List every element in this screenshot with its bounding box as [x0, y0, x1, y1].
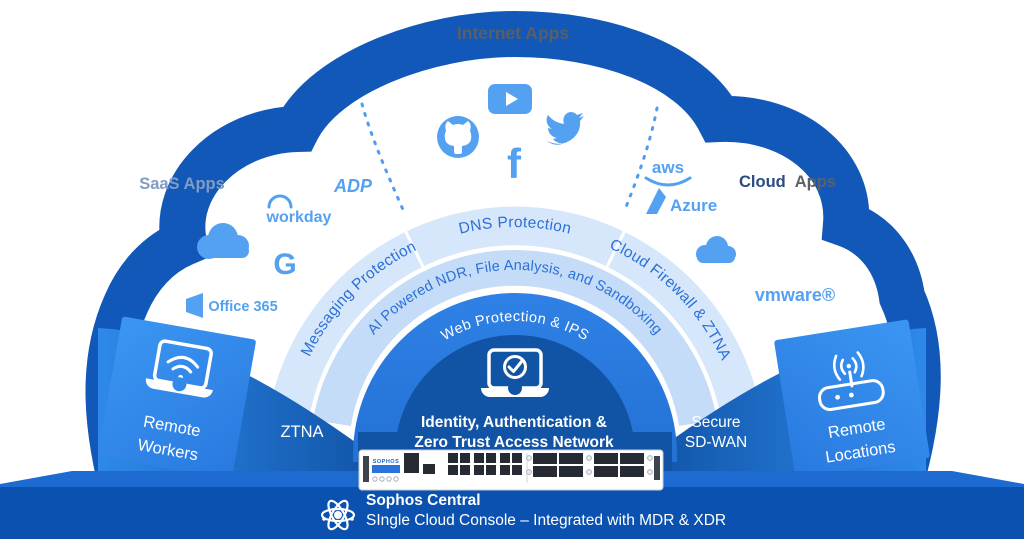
- appliance-sfp-ports: [526, 453, 653, 477]
- internet-apps-label: Internet Apps: [457, 23, 569, 43]
- ztna-label: ZTNA: [280, 423, 323, 441]
- remote-workers-tile: Remote Workers: [98, 316, 256, 480]
- identity-line1: Identity, Authentication &: [421, 414, 607, 431]
- azure-text: Azure: [670, 196, 717, 215]
- ring-outer: [269, 206, 761, 419]
- twitter-icon: [546, 112, 584, 145]
- ring-divider-right: [603, 225, 629, 272]
- vmware-logo: vmware®: [755, 285, 835, 305]
- workday-text: workday: [266, 209, 332, 226]
- azure-logo: Azure: [646, 188, 717, 215]
- saas-apps-label: SaaS Apps: [139, 175, 225, 193]
- youtube-icon: [488, 84, 532, 114]
- dashed-divider-left: [360, 102, 406, 214]
- ring-label-dns: DNS Protection: [457, 214, 573, 238]
- laptop-wifi-icon: [145, 339, 213, 398]
- sophos-central-atom-icon: [320, 499, 356, 531]
- appliance-io-ports: [404, 453, 522, 475]
- ring-divider-left: [401, 225, 427, 272]
- appliance-buttons: [372, 476, 399, 482]
- secure-laptop-icon: [481, 348, 549, 397]
- office365-text: Office 365: [208, 299, 277, 315]
- facebook-icon: f: [507, 140, 522, 187]
- cloud-apps-word1: Cloud: [739, 173, 786, 191]
- dns-textpath: DNS Protection: [457, 214, 573, 238]
- firewall-appliance: SOPHOS: [358, 449, 664, 491]
- dashed-divider-right: [622, 106, 659, 214]
- google-icon: G: [273, 248, 296, 281]
- sdwan-line2: SD-WAN: [685, 434, 747, 451]
- router-icon: [817, 351, 885, 411]
- footer-subtitle: SIngle Cloud Console – Integrated with M…: [366, 512, 726, 529]
- aws-text: aws: [652, 158, 684, 177]
- cloud-outline-band: [85, 10, 941, 539]
- dome-dark: [395, 335, 635, 462]
- cloud-apps-word2: Apps: [795, 173, 836, 191]
- github-icon: [437, 116, 479, 158]
- identity-line2: Zero Trust Access Network: [414, 434, 614, 451]
- cloud-platform-icon: [696, 236, 736, 263]
- aws-logo: aws: [644, 158, 692, 187]
- workday-logo: workday: [266, 194, 332, 226]
- remote-locations-tile: Remote Locations: [774, 319, 930, 479]
- footer-title: Sophos Central: [366, 492, 481, 509]
- footer-band: [0, 487, 1024, 539]
- adp-logo: ADP: [333, 176, 373, 196]
- appliance-brand: SOPHOS: [373, 459, 400, 465]
- office365-logo: Office 365: [186, 293, 278, 318]
- salesforce-icon: [197, 223, 249, 259]
- sdwan-line1: Secure: [691, 414, 740, 431]
- cloud-apps-label: Cloud Apps: [739, 173, 836, 191]
- ring-middle: [313, 249, 717, 426]
